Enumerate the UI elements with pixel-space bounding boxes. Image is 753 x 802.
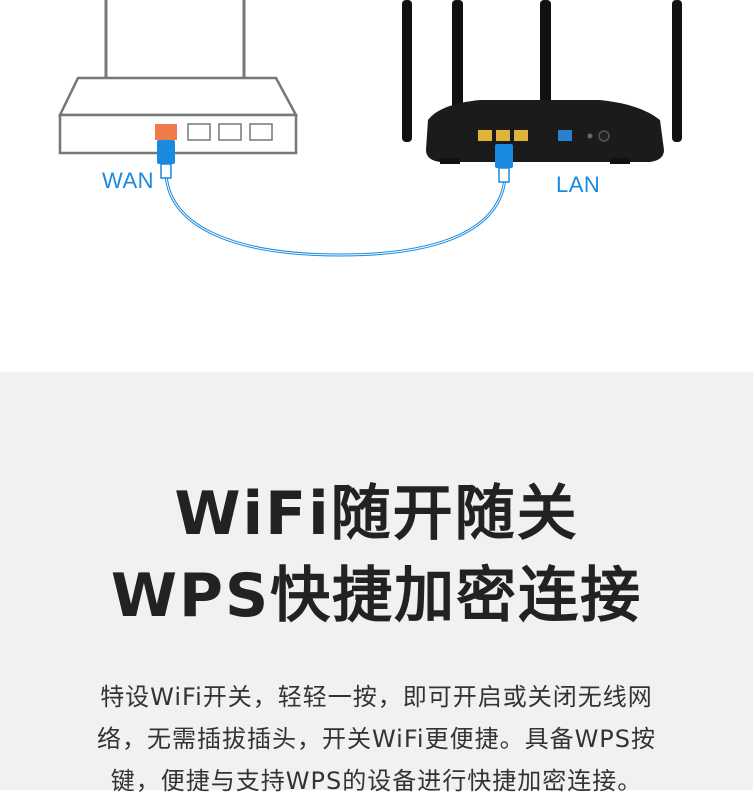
wan-port	[155, 124, 177, 140]
description-line: 特设WiFi开关，轻轻一按，即可开启或关闭无线网	[100, 683, 653, 711]
description-line: 络，无需插拔插头，开关WiFi更便捷。具备WPS按	[96, 725, 657, 753]
feature-section	[0, 372, 753, 790]
feature-title-line1: WiFi随开随关	[174, 479, 579, 549]
modem	[58, 0, 299, 155]
diagram-section: WAN LAN	[0, 0, 753, 372]
feature-description: 特设WiFi开关，轻轻一按，即可开启或关闭无线网 络，无需插拔插头，开关WiFi…	[40, 676, 713, 802]
router-lan-port	[496, 130, 510, 141]
router	[402, 0, 682, 164]
wan-label: WAN	[102, 168, 155, 193]
connection-diagram	[58, 0, 682, 257]
router-lan-port	[478, 130, 492, 141]
lan-label: LAN	[556, 172, 601, 197]
router-lan-port	[514, 130, 528, 141]
plug-right	[495, 144, 513, 183]
ethernet-cable	[164, 174, 507, 257]
feature-title-line2: WPS快捷加密连接	[110, 561, 643, 631]
description-line: 键，便捷与支持WPS的设备进行快捷加密连接。	[110, 767, 643, 795]
plug-left	[157, 140, 175, 179]
